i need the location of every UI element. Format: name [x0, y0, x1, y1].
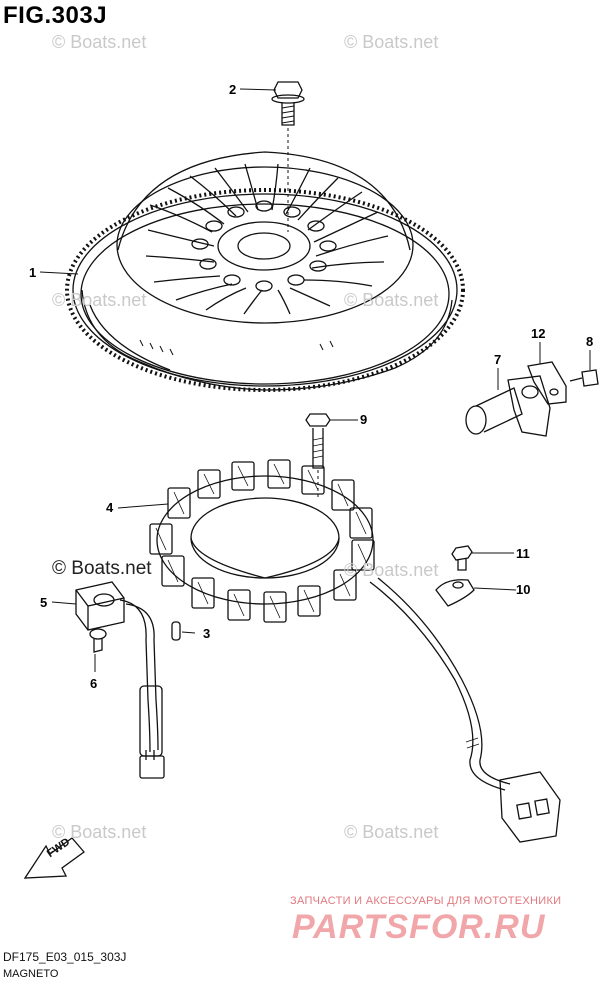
fwd-arrow-icon: [23, 837, 85, 879]
callout-8: 8: [586, 334, 594, 349]
crank-position-sensor: [465, 375, 551, 437]
watermark-bottom-right: © Boats.net: [344, 822, 439, 842]
watermark-mid-right: © Boats.net: [344, 290, 439, 310]
stator-bolt: [305, 413, 331, 500]
watermark-top-left: © Boats.net: [52, 32, 147, 52]
callout-6: 6: [90, 676, 98, 691]
flywheel: [65, 151, 465, 392]
callout-3: 3: [203, 626, 211, 641]
callout-2: 2: [229, 82, 237, 97]
watermark-top-right: © Boats.net: [344, 32, 439, 52]
watermark-stator-right: © Boats.net: [344, 560, 439, 580]
harness-clamp: [435, 579, 475, 607]
promo-text: ЗАПЧАСТИ И АКСЕССУАРЫ ДЛЯ МОТОТЕХНИКИ: [290, 895, 562, 907]
bracket-bolt: [569, 369, 599, 387]
watermark-bottom-left: © Boats.net: [52, 822, 147, 842]
watermark-overlay: © Boats.net: [52, 558, 152, 579]
watermark-mid-left: © Boats.net: [52, 290, 147, 310]
pulser-coil: [75, 581, 165, 779]
leader-lines: [39, 88, 591, 672]
callout-1: 1: [29, 265, 37, 280]
callout-12: 12: [531, 326, 546, 341]
callout-4: 4: [106, 500, 114, 515]
pulser-screw: [89, 628, 107, 653]
sensor-bracket: [527, 361, 567, 405]
stator: [149, 459, 561, 843]
figure-title: FIG.303J: [3, 2, 108, 29]
callout-9: 9: [360, 412, 368, 427]
clamp-bolt: [451, 545, 473, 571]
dowel-pin: [171, 621, 181, 641]
callout-10: 10: [516, 582, 531, 597]
promo-brand-logo: PARTSFOR.RU: [292, 908, 546, 946]
callout-7: 7: [494, 352, 502, 367]
diagram-code: DF175_E03_015_303J: [3, 950, 127, 964]
diagram-name: MAGNETO: [3, 968, 59, 980]
callout-11: 11: [516, 546, 530, 561]
callout-5: 5: [40, 595, 48, 610]
